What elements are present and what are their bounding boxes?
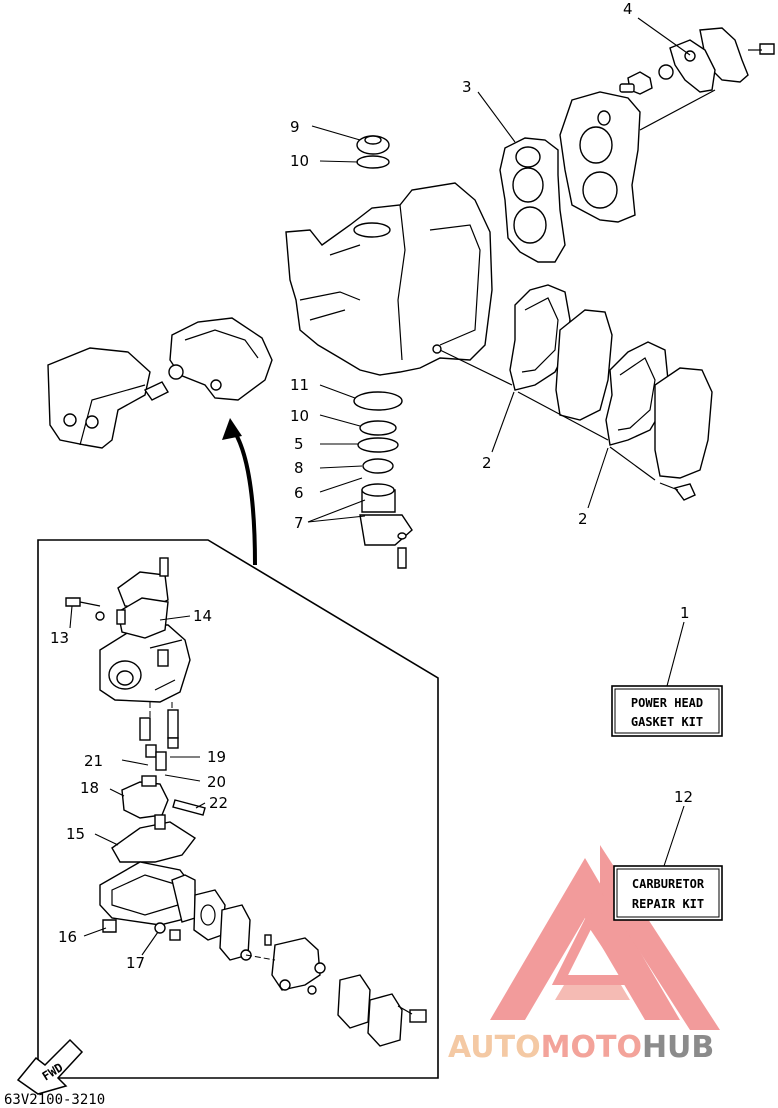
- callout-21: 21: [84, 752, 103, 770]
- float-pin-22: [172, 799, 206, 816]
- power-head-kit-line1: POWER HEAD: [631, 696, 703, 710]
- exhaust-outer-cover: [605, 341, 713, 501]
- callout-13: 13: [50, 629, 69, 647]
- carburetor-body: [99, 624, 191, 703]
- carburetor-kit-line1: CARBURETOR: [632, 877, 705, 891]
- callout-19: 19: [207, 748, 226, 766]
- intake-manifold: [168, 317, 273, 401]
- screw-16: [102, 919, 117, 933]
- callout-17: 17: [126, 954, 145, 972]
- callout-5: 5: [294, 435, 304, 453]
- fuel-pump-gaskets: [193, 889, 427, 1047]
- assembly-arrow: [230, 426, 257, 566]
- oil-seal-9: [356, 135, 390, 155]
- callout-7: 7: [294, 514, 304, 532]
- intake-silencer: [47, 347, 169, 449]
- callout-22: 22: [209, 794, 228, 812]
- head-gasket-3: [499, 137, 566, 263]
- callout-2-right: 2: [578, 510, 588, 528]
- exhaust-inner-cover: [509, 284, 613, 421]
- callout-15: 15: [66, 825, 85, 843]
- callout-9: 9: [290, 118, 300, 136]
- callout-4: 4: [623, 0, 633, 18]
- callout-1: 1: [680, 604, 690, 622]
- arrow-head: [222, 418, 242, 440]
- callout-11: 11: [290, 376, 309, 394]
- gasket-15: [111, 814, 197, 863]
- cylinder-block: [285, 182, 493, 376]
- callout-10-lower: 10: [290, 407, 309, 425]
- carburetor-kit-line2: REPAIR KIT: [632, 897, 704, 911]
- callout-2-left: 2: [482, 454, 492, 472]
- fwd-direction-arrow: FWD: [16, 1038, 84, 1095]
- leader-lines: [69, 17, 691, 956]
- callout-12: 12: [674, 788, 693, 806]
- screw-17: [154, 922, 181, 941]
- thermostat-cover: [619, 27, 775, 95]
- watermark-moto: MOTO: [541, 1030, 642, 1065]
- screw-13: [65, 597, 105, 621]
- cylinder-head-cover: [559, 91, 641, 223]
- carburetor-kit-box: CARBURETOR REPAIR KIT: [613, 865, 723, 921]
- float-18: [121, 775, 169, 819]
- power-head-kit-line2: GASKET KIT: [631, 715, 703, 729]
- callout-20: 20: [207, 773, 226, 791]
- watermark-auto: AUTO: [448, 1030, 541, 1065]
- diagram-code: 63V2100-3210: [4, 1092, 105, 1108]
- lower-seal-stack: [353, 391, 413, 569]
- callout-6: 6: [294, 484, 304, 502]
- callout-8: 8: [294, 459, 304, 477]
- callout-18: 18: [80, 779, 99, 797]
- needle-jets: [139, 709, 179, 771]
- callout-16: 16: [58, 928, 77, 946]
- callout-10-upper: 10: [290, 152, 309, 170]
- o-ring-10-upper: [356, 155, 390, 169]
- carburetor-box: [37, 539, 439, 1079]
- callout-3: 3: [462, 78, 472, 96]
- power-head-kit-box: POWER HEAD GASKET KIT: [611, 685, 723, 737]
- callout-14: 14: [193, 607, 212, 625]
- float-chamber: [99, 861, 196, 926]
- carb-top-cover: [116, 557, 169, 639]
- svg-text:AUTOMOTOHUB: AUTOMOTOHUB: [448, 1030, 714, 1065]
- watermark-hub: HUB: [642, 1030, 714, 1065]
